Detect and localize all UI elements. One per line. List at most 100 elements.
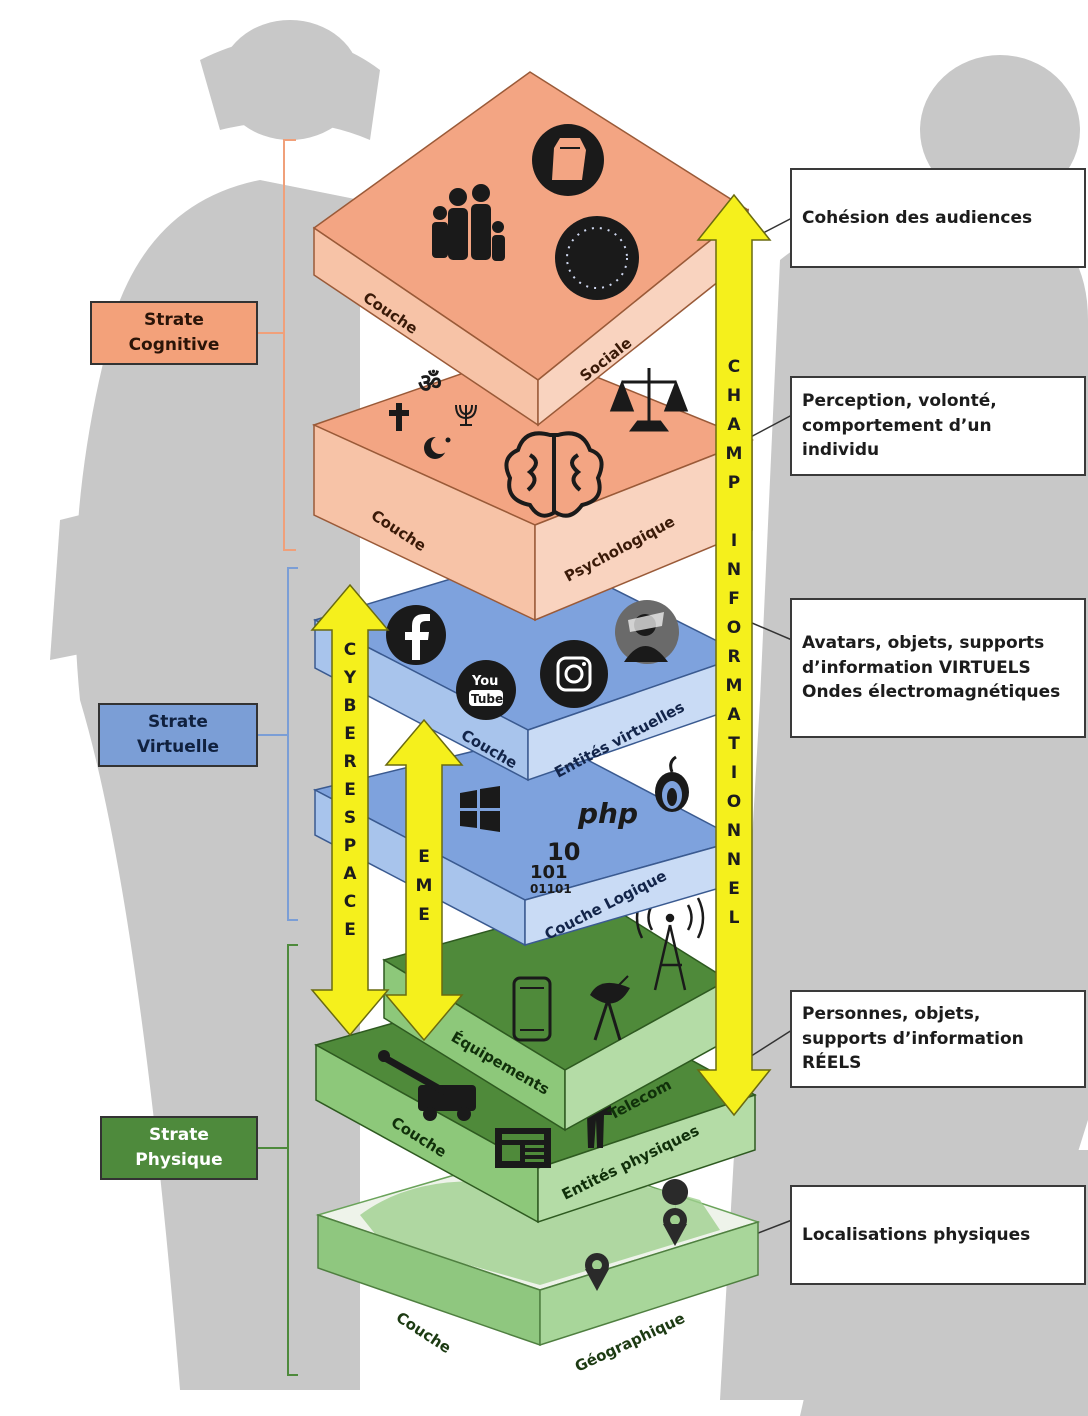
- arrow-letter: E: [344, 724, 356, 744]
- om-icon: ॐ: [418, 369, 442, 399]
- arrow-letter: R: [727, 647, 740, 667]
- layer-sociale: Couche Sociale: [312, 71, 750, 427]
- layer-psychologique: Couche Psychologique ॐ: [311, 349, 755, 622]
- svg-text:ॐ: ॐ: [418, 369, 442, 399]
- eu-flag-icon: [555, 216, 639, 300]
- arrow-letter: M: [726, 676, 743, 696]
- menorah-icon: [455, 404, 477, 426]
- virtual-bracket: [287, 567, 298, 921]
- facebook-icon: [386, 605, 446, 665]
- arrow-letter: O: [727, 618, 741, 638]
- arrow-letter: H: [727, 386, 741, 406]
- callout-avatars-line1: Avatars, objets, supports: [802, 633, 1045, 654]
- callout-perception-line1: Perception, volonté,: [802, 391, 997, 412]
- callout-avatars-line2: d’information VIRTUELS: [802, 657, 1031, 678]
- arrow-letter: F: [728, 589, 740, 609]
- strate-virtuelle-line2: Virtuelle: [136, 737, 219, 757]
- callout-cohesion-line1: Cohésion des audiences: [802, 207, 1033, 228]
- binary-icon: 10 101 01101: [530, 838, 580, 896]
- onion-icon: [655, 755, 689, 812]
- satellite-dish-icon: [590, 975, 630, 1041]
- svg-text:You: You: [471, 674, 498, 689]
- arrow-letter: A: [727, 415, 741, 435]
- strate-cognitive-label: Strate Cognitive: [90, 301, 258, 365]
- arrow-letter: P: [344, 836, 356, 856]
- arrow-letter: I: [731, 763, 737, 783]
- arrow-letter: C: [344, 640, 356, 660]
- svg-text:101: 101: [530, 862, 568, 883]
- arrow-letter: C: [344, 892, 356, 912]
- arrow-letter: P: [728, 473, 740, 493]
- howitzer-icon: [378, 1050, 476, 1121]
- layer-geographique: Couche Géographique: [315, 1149, 761, 1376]
- arrow-letter: B: [344, 696, 357, 716]
- arrow-letter: E: [344, 780, 356, 800]
- family-icon: [432, 184, 505, 261]
- arrow-letter: Y: [343, 668, 357, 688]
- cognitive-bracket: [283, 139, 296, 551]
- newspaper-icon: [495, 1128, 551, 1168]
- strate-physique-label: Strate Physique: [100, 1116, 258, 1180]
- geographique-left-label: Couche: [393, 1308, 455, 1357]
- strata-brackets: [258, 139, 298, 1376]
- arrow-letter: E: [418, 847, 430, 867]
- callout-perception-line2: comportement d’un individu: [802, 415, 992, 461]
- callout-personnes: Personnes, objets, supports d’informatio…: [790, 990, 1086, 1088]
- svg-text:10: 10: [547, 838, 580, 866]
- svg-text:php: php: [577, 797, 638, 830]
- arrow-letter: N: [727, 560, 741, 580]
- callout-personnes-line2: supports d’information: [802, 1028, 1024, 1049]
- arrow-letter: M: [416, 876, 433, 896]
- arrow-letter: A: [727, 705, 741, 725]
- smartphone-icon: [512, 976, 552, 1042]
- fist-icon: [532, 124, 604, 196]
- strate-cognitive-line1: Strate: [144, 310, 204, 331]
- layer-equipements-telecom: Équipements Telecom: [382, 897, 730, 1132]
- callout-cohesion: Cohésion des audiences: [790, 168, 1086, 268]
- arrow-letter: E: [344, 920, 356, 940]
- arrow-letter: R: [343, 752, 356, 772]
- hacker-icon: [615, 600, 679, 664]
- scales-icon: [609, 368, 689, 432]
- callout-avatars-line3: Ondes électromagnétiques: [802, 682, 1061, 703]
- strate-physique-line2: Physique: [135, 1150, 223, 1170]
- arrow-letter: I: [731, 531, 737, 551]
- svg-text:01101: 01101: [530, 882, 572, 896]
- callout-personnes-line1: Personnes, objets,: [802, 1004, 981, 1025]
- svg-text:Tube: Tube: [471, 692, 503, 706]
- arrow-letter: T: [728, 734, 740, 754]
- arrow-letter: A: [343, 864, 357, 884]
- php-icon: php: [577, 797, 638, 830]
- callout-localisations: Localisations physiques: [790, 1185, 1086, 1285]
- strate-virtuelle-line1: Strate: [148, 712, 208, 733]
- arrow-letter: O: [727, 792, 741, 812]
- brain-icon: [504, 431, 604, 518]
- crescent-icon: [424, 436, 451, 459]
- arrow-letter: E: [418, 905, 430, 925]
- arrow-letter: N: [727, 821, 741, 841]
- arrow-letter: M: [726, 444, 743, 464]
- instagram-icon: [540, 640, 608, 708]
- callout-avatars: Avatars, objets, supports d’information …: [790, 598, 1086, 738]
- callout-perception: Perception, volonté, comportement d’un i…: [790, 376, 1086, 476]
- arrow-letter: C: [728, 357, 740, 377]
- youtube-icon: You Tube: [456, 660, 516, 720]
- cross-icon: [389, 403, 409, 431]
- windows-icon: [460, 786, 500, 832]
- physical-bracket: [287, 944, 298, 1376]
- map-pin-icon: [585, 1179, 689, 1291]
- strate-physique-line1: Strate: [149, 1125, 209, 1146]
- arrow-letter: S: [344, 808, 356, 828]
- arrow-letter: L: [729, 908, 740, 928]
- strate-cognitive-line2: Cognitive: [128, 335, 220, 355]
- arrow-letter: N: [727, 850, 741, 870]
- callout-localisations-line1: Localisations physiques: [802, 1224, 1031, 1245]
